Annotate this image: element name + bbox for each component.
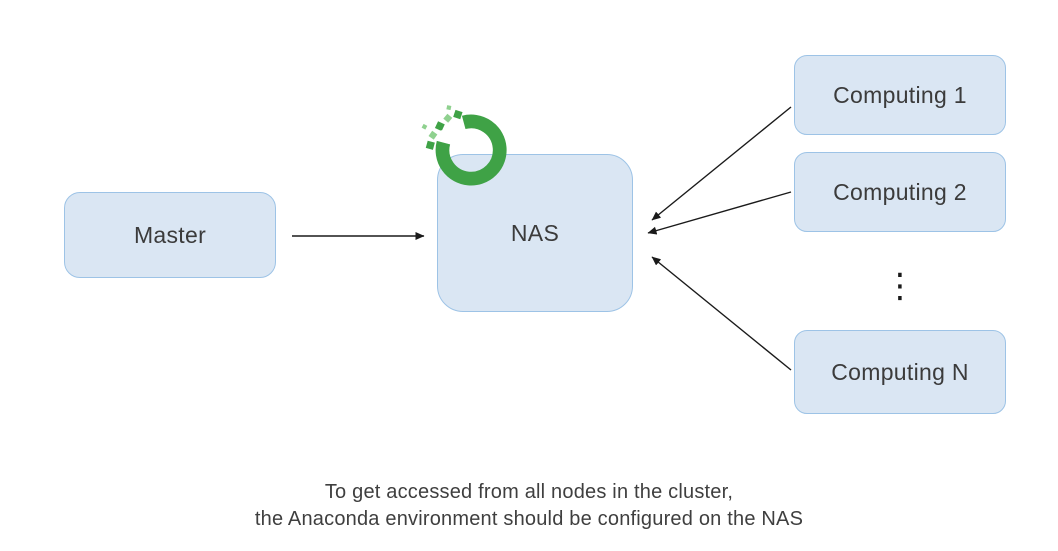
anaconda-logo-icon [416, 101, 522, 197]
node-computing-1: Computing 1 [794, 55, 1006, 135]
node-master-label: Master [133, 221, 207, 248]
node-computing-n-label: Computing N [831, 358, 969, 385]
node-computing-1-label: Computing 1 [833, 81, 967, 108]
node-computing-2-label: Computing 2 [833, 178, 967, 205]
node-master: Master [64, 192, 276, 278]
caption: To get accessed from all nodes in the cl… [0, 479, 1058, 533]
node-nas-label: NAS [510, 219, 560, 246]
arrow-computingN-to-nas [651, 256, 792, 371]
caption-line-1: To get accessed from all nodes in the cl… [324, 481, 734, 503]
node-computing-2: Computing 2 [794, 152, 1006, 232]
arrow-computing1-to-nas [651, 106, 792, 221]
caption-line-2: the Anaconda environment should be confi… [254, 508, 804, 530]
node-computing-n: Computing N [794, 330, 1006, 414]
vertical-ellipsis: ⋮ [883, 267, 917, 305]
arrow-computing2-to-nas [647, 191, 792, 235]
